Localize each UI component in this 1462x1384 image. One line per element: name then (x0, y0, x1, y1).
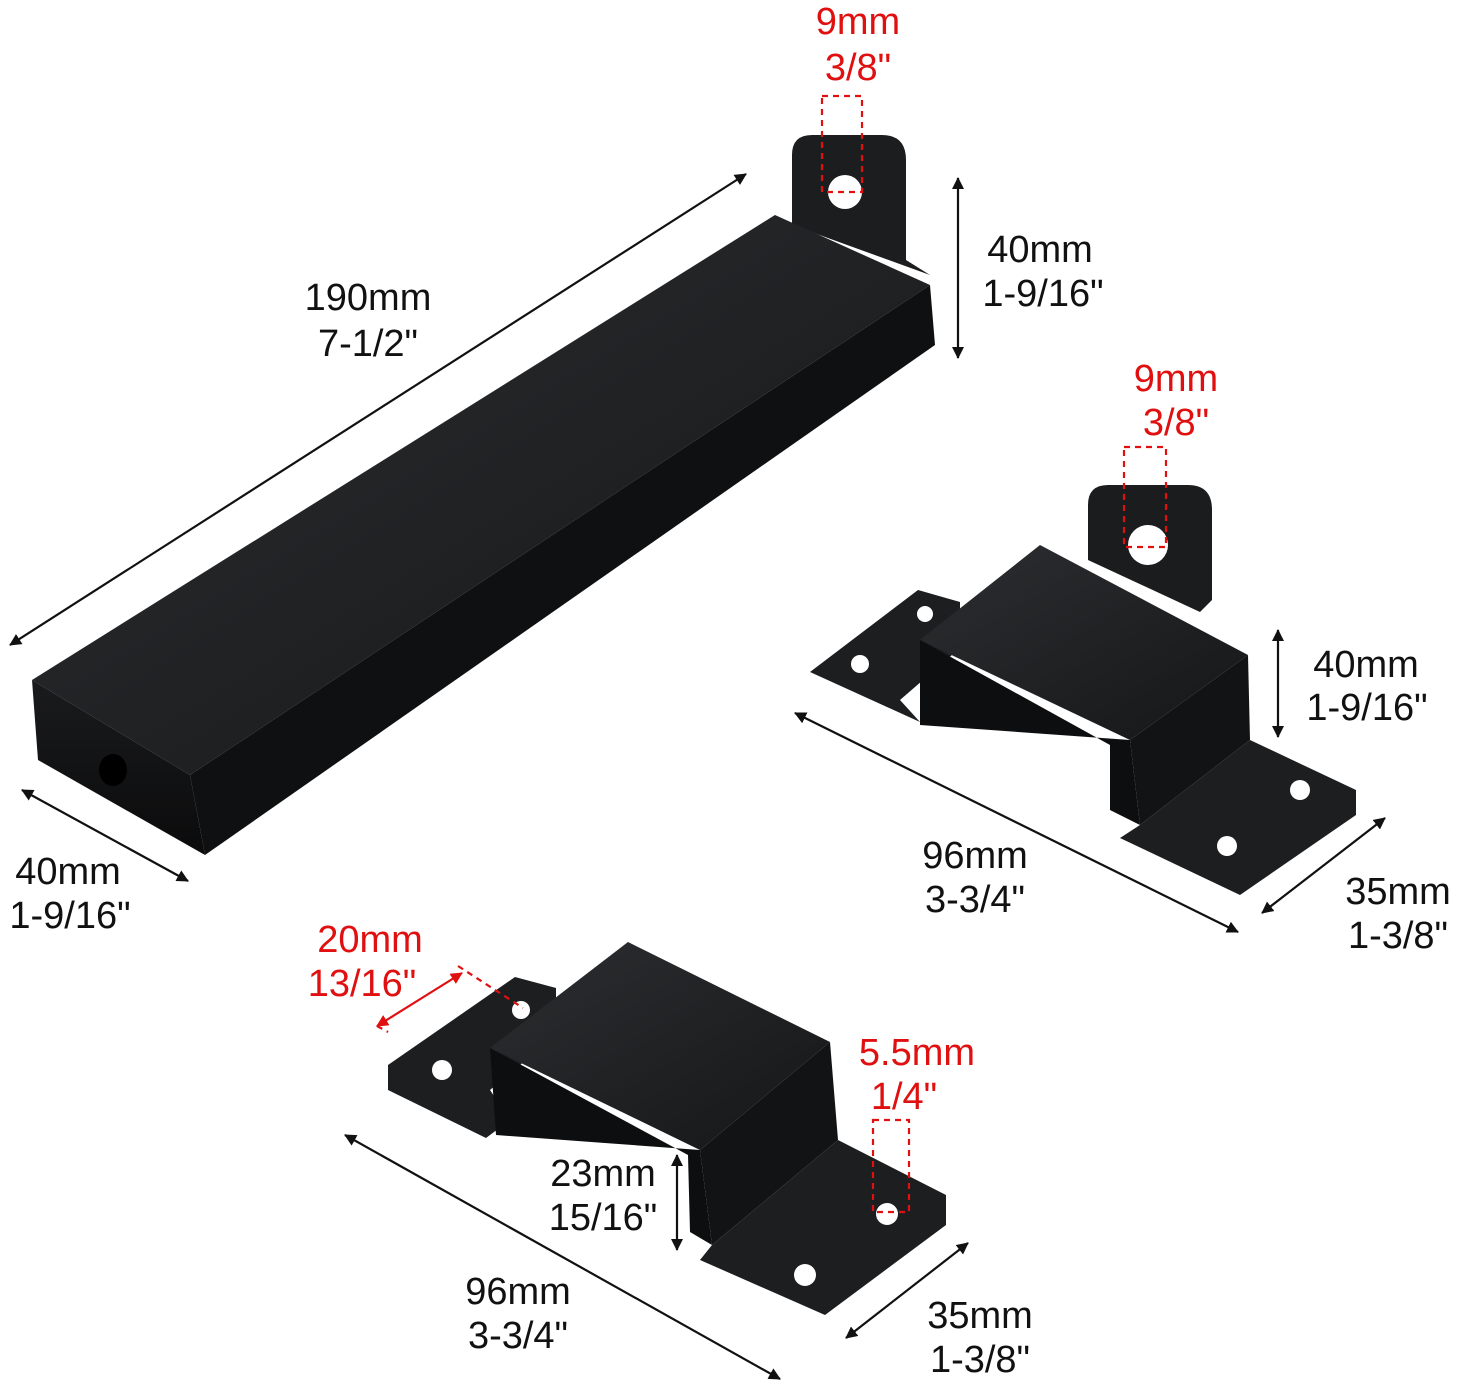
bar-latch-width-arrow (21, 789, 189, 882)
dimension-lines (9, 94, 1386, 1380)
keeper-tab-hole-marker (1122, 445, 1168, 549)
keeper-plain-width-imperial: 1-3/8" (930, 1339, 1030, 1381)
bar-latch-ear (792, 135, 930, 275)
keeper-plain-flange-arrow (376, 972, 463, 1027)
keeper-tab-ear-hole (1128, 525, 1168, 565)
keeper-tab-length-metric: 96mm (922, 835, 1028, 877)
keeper-tab-hole-imperial: 3/8" (1143, 402, 1209, 444)
keeper-plain-hole-metric: 5.5mm (859, 1032, 975, 1074)
keeper-plain-length-arrow (344, 1134, 781, 1380)
keeper-tab-length-imperial: 3-3/4" (925, 879, 1025, 921)
keeper-plain-hole-imperial: 1/4" (871, 1076, 937, 1118)
keeper-plain-width-metric: 35mm (927, 1295, 1033, 1337)
bar-latch-length-metric: 190mm (305, 277, 432, 319)
keeper-plain-bridge-top (490, 942, 830, 1150)
keeper-plain-left-flange (388, 977, 556, 1138)
keeper-tab-height-metric: 40mm (1313, 644, 1419, 686)
bar-latch-length-imperial: 7-1/2" (318, 323, 418, 365)
keeper-plain-flange-metric: 20mm (317, 919, 423, 961)
keeper-tab-left-hole-2 (917, 606, 933, 622)
bar-latch-length-arrow (9, 173, 747, 646)
keeper-plain-height-imperial: 15/16" (549, 1197, 658, 1239)
keeper-plain-left-hole-1 (432, 1060, 452, 1080)
bar-latch-width-imperial: 1-9/16" (9, 895, 130, 937)
keeper-plain-right-hole-1 (876, 1203, 898, 1225)
keeper-plain-right-hole-2 (794, 1264, 816, 1286)
keeper-plain-length-metric: 96mm (465, 1271, 571, 1313)
keeper-plain-width-arrow (845, 1242, 969, 1339)
keeper-plain-flange-guide-2 (376, 1025, 389, 1033)
keeper-plain-flange-imperial: 13/16" (308, 963, 417, 1005)
bar-latch-ear-hole (828, 175, 862, 209)
keeper-tab-width-arrow (1261, 817, 1386, 914)
keeper-tab-height-imperial: 1-9/16" (1306, 687, 1427, 729)
dimension-labels: 9mm 3/8" 190mm 7-1/2" 40mm 1-9/16" 40mm … (9, 1, 1450, 1381)
keeper-plain-length-imperial: 3-3/4" (468, 1315, 568, 1357)
bar-latch-end-hole (99, 754, 127, 786)
keeper-tab-bridge-top (920, 545, 1248, 740)
keeper-plain-height-metric: 23mm (550, 1153, 656, 1195)
bar-latch-hole-imperial: 3/8" (825, 47, 891, 89)
keeper-plain-flange-guide-1 (457, 965, 524, 1009)
bar-latch-width-metric: 40mm (15, 851, 121, 893)
keeper-tab-length-arrow (794, 712, 1239, 933)
keeper-tab-width-metric: 35mm (1345, 871, 1451, 913)
bar-latch-ear-height-imperial: 1-9/16" (982, 273, 1103, 315)
keeper-tab-right-hole-2 (1217, 836, 1237, 856)
keeper-tab-hole-metric: 9mm (1134, 358, 1218, 400)
keeper-plain (388, 942, 946, 1315)
bar-latch-top-face (32, 215, 930, 775)
keeper-tab-width-imperial: 1-3/8" (1348, 915, 1448, 957)
bar-latch (32, 135, 935, 855)
keeper-with-tab (810, 485, 1356, 895)
keeper-tab-left-hole-1 (851, 655, 869, 673)
keeper-plain-bridge-inner (490, 1048, 712, 1245)
keeper-plain-left-hole-2 (512, 1001, 530, 1019)
bar-latch-hole-marker (820, 94, 864, 194)
bar-latch-ear-height-metric: 40mm (987, 229, 1093, 271)
keeper-plain-hole-marker (871, 1118, 911, 1214)
keeper-tab-left-flange (810, 590, 960, 722)
keeper-tab-right-hole-1 (1290, 780, 1310, 800)
bar-latch-hole-metric: 9mm (816, 1, 900, 43)
